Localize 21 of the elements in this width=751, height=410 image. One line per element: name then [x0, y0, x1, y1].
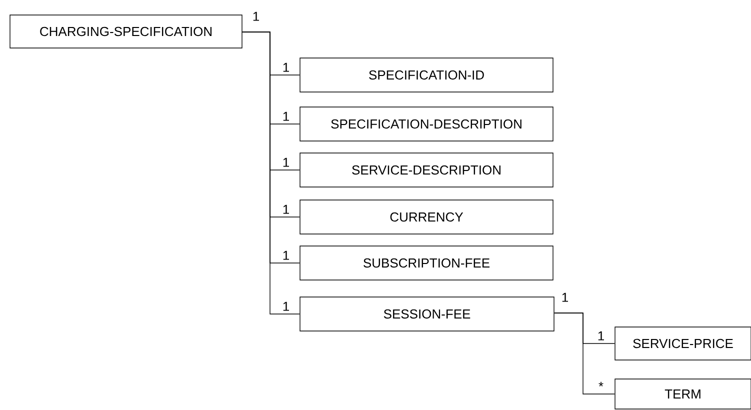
entity-box: TERM	[614, 378, 751, 410]
multiplicity-label: 1	[562, 292, 568, 302]
entity-box: CURRENCY	[300, 200, 554, 234]
multiplicity-label: 1	[281, 62, 291, 73]
connector-line	[242, 32, 300, 314]
multiplicity-label: 1	[281, 300, 291, 312]
entity-box: CHARGING-SPECIFICATION	[10, 14, 242, 48]
entity-box: SPECIFICATION-DESCRIPTION	[300, 106, 554, 142]
multiplicity-label: 1	[253, 12, 259, 21]
entity-box: SPECIFICATION-ID	[300, 58, 554, 92]
multiplicity-label: 1	[281, 204, 291, 215]
entity-box: SESSION-FEE	[300, 296, 554, 332]
entity-box: SERVICE-PRICE	[614, 326, 751, 360]
multiplicity-label: 1	[281, 250, 291, 261]
entity-box: SERVICE-DESCRIPTION	[300, 152, 554, 188]
multiplicity-label: *	[597, 380, 605, 392]
entity-box: SUBSCRIPTION-FEE	[300, 246, 554, 280]
multiplicity-label: 1	[596, 330, 606, 342]
multiplicity-label: 1	[281, 110, 291, 122]
multiplicity-label: 1	[281, 156, 291, 168]
connector-line	[554, 312, 615, 394]
